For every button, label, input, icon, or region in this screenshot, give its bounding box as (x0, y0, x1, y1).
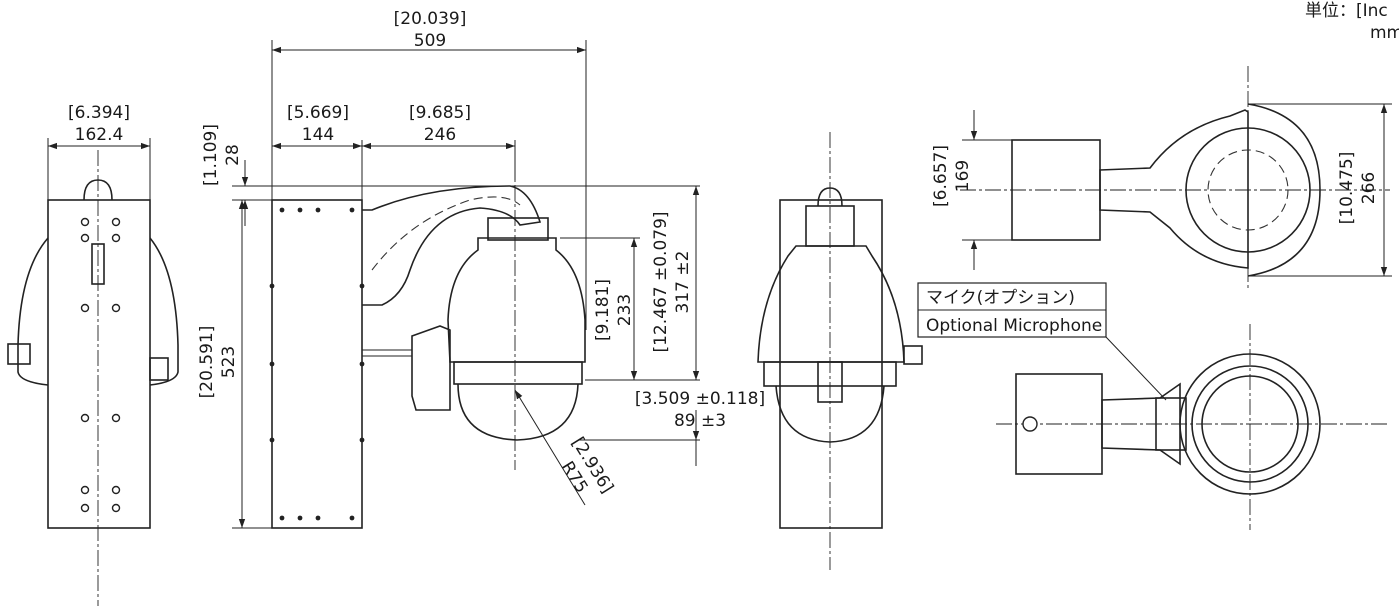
front-width-inch: [6.394] (68, 103, 130, 123)
top-view-arm (1099, 109, 1249, 269)
box-height-mm: 523 (219, 346, 239, 378)
rear-view-connector (903, 345, 923, 365)
side-view-dome-cover (457, 383, 579, 441)
side-view-arm (362, 185, 542, 306)
top-view: [6.657] 169 [10.475] 266 (931, 66, 1392, 288)
top-dome-inch: [10.475] (1337, 152, 1357, 225)
dome-total-inch: [12.467 ±0.079] (651, 211, 671, 352)
microphone-callout-leader (1105, 336, 1167, 401)
side-view-dome-ring (453, 361, 583, 385)
side-view: [20.039] 509 [5.669] 144 [9.685] 246 [1.… (197, 9, 765, 529)
rear-view (757, 132, 923, 570)
front-view-left-shoulder (17, 237, 49, 386)
dome-cover-mm: 89 ±3 (674, 411, 726, 431)
dome-total-mm: 317 ±2 (673, 251, 693, 314)
unit-label-line2: mm (1370, 23, 1399, 43)
bottom-view-cable-hole (1022, 416, 1038, 432)
side-view-microphone (411, 325, 451, 411)
side-view-dome-housing (447, 237, 586, 363)
unit-label-line1: 単位：[Inc (1305, 1, 1388, 21)
box-depth-mm: 144 (302, 125, 334, 145)
front-width-mm: 162.4 (75, 125, 124, 145)
front-view: [6.394] 162.4 (7, 103, 179, 606)
side-view-dome-top (487, 217, 549, 241)
dome-body-mm: 233 (615, 294, 635, 326)
arm-reach-mm: 246 (424, 125, 456, 145)
bottom-view-dome-outer (1179, 353, 1321, 495)
rear-view-dome-cover (775, 385, 885, 443)
microphone-callout-en: Optional Microphone (926, 316, 1102, 336)
top-view-dome-inner (1207, 149, 1289, 231)
rear-view-microphone (817, 361, 843, 403)
top-offset-inch: [1.109] (201, 124, 221, 186)
front-view-nameplate (91, 243, 105, 285)
microphone-callout: マイク(オプション) Optional Microphone (917, 282, 1167, 401)
front-view-holes (80, 217, 121, 513)
front-view-knob (83, 179, 113, 201)
front-view-box (47, 199, 151, 529)
top-view-dome-outer (1185, 127, 1311, 253)
bottom-view-dome-ring (1191, 365, 1309, 483)
dome-body-inch: [9.181] (593, 279, 613, 341)
top-view-dome-rim (1247, 103, 1321, 277)
rear-view-box (779, 199, 883, 529)
unit-label: 単位：[Inc mm (1305, 1, 1399, 43)
top-offset-mm: 28 (223, 144, 243, 166)
rear-view-knob (817, 187, 843, 207)
top-box-inch: [6.657] (931, 145, 951, 207)
side-view-box (271, 199, 363, 529)
arm-reach-inch: [9.685] (409, 103, 471, 123)
box-depth-inch: [5.669] (287, 103, 349, 123)
box-height-inch: [20.591] (197, 326, 217, 399)
dome-cover-inch: [3.509 ±0.118] (635, 389, 765, 409)
side-view-box-screws (269, 207, 365, 521)
top-dome-mm: 266 (1359, 172, 1379, 204)
top-box-mm: 169 (953, 160, 973, 192)
overall-width-mm: 509 (414, 31, 446, 51)
microphone-callout-jp: マイク(オプション) (926, 288, 1075, 308)
front-view-left-clamp (7, 343, 31, 365)
front-view-right-clamp (149, 357, 169, 381)
side-view-arm-cable (371, 196, 521, 271)
bottom-view-microphone (1155, 397, 1187, 451)
front-view-right-shoulder (149, 237, 179, 386)
bottom-view (996, 324, 1390, 530)
bottom-view-dome-inner (1201, 375, 1299, 473)
overall-width-inch: [20.039] (394, 9, 467, 29)
